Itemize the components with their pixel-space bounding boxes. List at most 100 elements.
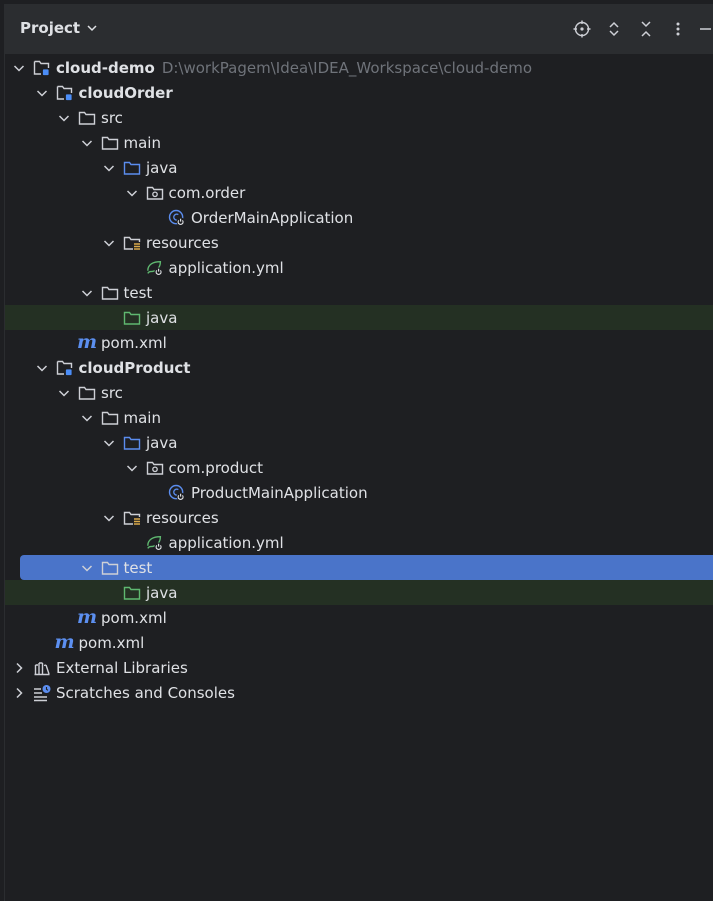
folder-icon	[101, 134, 119, 152]
scratches-icon	[33, 684, 51, 702]
chevron-down-icon[interactable]	[34, 360, 50, 376]
chevron-right-icon[interactable]	[11, 660, 27, 676]
chevron-down-icon[interactable]	[124, 460, 140, 476]
spring-config-icon	[146, 259, 164, 277]
chevron-down-icon[interactable]	[124, 185, 140, 201]
project-title: Project	[20, 19, 81, 37]
chevron-down-icon[interactable]	[34, 85, 50, 101]
tree-node-label: cloud-demo	[56, 58, 155, 77]
tree-node[interactable]: application.yml	[5, 255, 713, 280]
tree-node-label: java	[146, 433, 178, 452]
tree-spacer	[124, 535, 140, 551]
locate-icon[interactable]	[566, 16, 598, 42]
spring-boot-class-icon	[168, 209, 186, 227]
tree-node-label: com.product	[168, 458, 264, 477]
tree-node-label: resources	[146, 233, 219, 252]
tree-node-label: application.yml	[168, 258, 284, 277]
chevron-down-icon[interactable]	[56, 110, 72, 126]
collapse-all-icon[interactable]	[630, 16, 662, 42]
tree-node[interactable]: java	[5, 155, 713, 180]
libraries-icon	[33, 659, 51, 677]
chevron-down-icon[interactable]	[79, 285, 95, 301]
tree-node-label: main	[123, 133, 161, 152]
tree-node[interactable]: java	[5, 430, 713, 455]
tree-spacer	[56, 335, 72, 351]
test-source-folder-icon	[123, 584, 141, 602]
tree-node[interactable]: com.product	[5, 455, 713, 480]
spring-boot-class-icon	[168, 484, 186, 502]
tree-node-label: resources	[146, 508, 219, 527]
chevron-down-icon	[87, 25, 97, 32]
tree-node[interactable]: com.order	[5, 180, 713, 205]
tree-node[interactable]: resources	[5, 505, 713, 530]
tree-node[interactable]: java	[5, 305, 713, 330]
tree-node[interactable]: src	[5, 380, 713, 405]
tree-node-label: OrderMainApplication	[191, 208, 354, 227]
tree-node-label: src	[101, 108, 123, 127]
tree-node[interactable]: application.yml	[5, 530, 713, 555]
tree-node-label: pom.xml	[101, 333, 167, 352]
tree-node[interactable]: cloud-demo D:\workPagem\Idea\IDEA_Workspa…	[5, 55, 713, 80]
source-folder-icon	[123, 434, 141, 452]
tree-node-label: java	[146, 158, 178, 177]
tree-node-label: main	[123, 408, 161, 427]
module-folder-icon	[56, 359, 74, 377]
tree-node[interactable]: java	[5, 580, 713, 605]
chevron-down-icon[interactable]	[79, 560, 95, 576]
spring-config-icon	[146, 534, 164, 552]
tree-node-label: com.order	[168, 183, 246, 202]
selection-highlight	[20, 555, 713, 580]
tree-node[interactable]: main	[5, 130, 713, 155]
tree-spacer	[34, 635, 50, 651]
package-icon	[146, 184, 164, 202]
tree-node-label: java	[146, 583, 178, 602]
tree-node[interactable]: cloudOrder	[5, 80, 713, 105]
folder-icon	[78, 384, 96, 402]
tree-node[interactable]: Scratches and Consoles	[5, 680, 713, 705]
chevron-right-icon[interactable]	[11, 685, 27, 701]
tree-spacer	[124, 260, 140, 276]
tree-node[interactable]: test	[5, 555, 713, 580]
project-tool-window: Project cloud-demo D:\workPagem\Idea\IDEA…	[4, 4, 713, 901]
project-header: Project	[5, 4, 713, 54]
tree-node[interactable]: OrderMainApplication	[5, 205, 713, 230]
tree-node-label: pom.xml	[101, 608, 167, 627]
tree-node[interactable]: ProductMainApplication	[5, 480, 713, 505]
tree-spacer	[146, 210, 162, 226]
more-options-icon[interactable]	[662, 16, 694, 42]
chevron-down-icon[interactable]	[11, 60, 27, 76]
chevron-down-icon[interactable]	[79, 135, 95, 151]
folder-icon	[101, 559, 119, 577]
project-view-selector[interactable]: Project	[20, 19, 98, 37]
tree-node-label: Scratches and Consoles	[56, 683, 235, 702]
chevron-down-icon[interactable]	[101, 435, 117, 451]
tree-node-label: test	[123, 558, 153, 577]
tree-node-label: application.yml	[168, 533, 284, 552]
tree-node[interactable]: src	[5, 105, 713, 130]
chevron-down-icon[interactable]	[56, 385, 72, 401]
chevron-down-icon[interactable]	[101, 160, 117, 176]
tree-node-label: cloudProduct	[78, 358, 191, 377]
maven-icon: m	[76, 331, 98, 353]
chevron-down-icon[interactable]	[101, 235, 117, 251]
maven-icon: m	[54, 631, 75, 653]
hide-icon[interactable]	[694, 16, 713, 42]
tree-node[interactable]: cloudProduct	[5, 355, 713, 380]
tree-node[interactable]: External Libraries	[5, 655, 713, 680]
tree-node[interactable]: main	[5, 405, 713, 430]
tree-node[interactable]: test	[5, 280, 713, 305]
expand-all-icon[interactable]	[598, 16, 630, 42]
tree-node[interactable]: resources	[5, 230, 713, 255]
tree-spacer	[146, 485, 162, 501]
tree-node-label: java	[146, 308, 178, 327]
tree-node-label: External Libraries	[56, 658, 188, 677]
chevron-down-icon[interactable]	[101, 510, 117, 526]
chevron-down-icon[interactable]	[79, 410, 95, 426]
module-path: D:\workPagem\Idea\IDEA_Workspace\cloud-d…	[161, 58, 533, 77]
folder-icon	[78, 109, 96, 127]
module-folder-icon	[33, 59, 51, 77]
tree-node-label: cloudOrder	[78, 83, 173, 102]
